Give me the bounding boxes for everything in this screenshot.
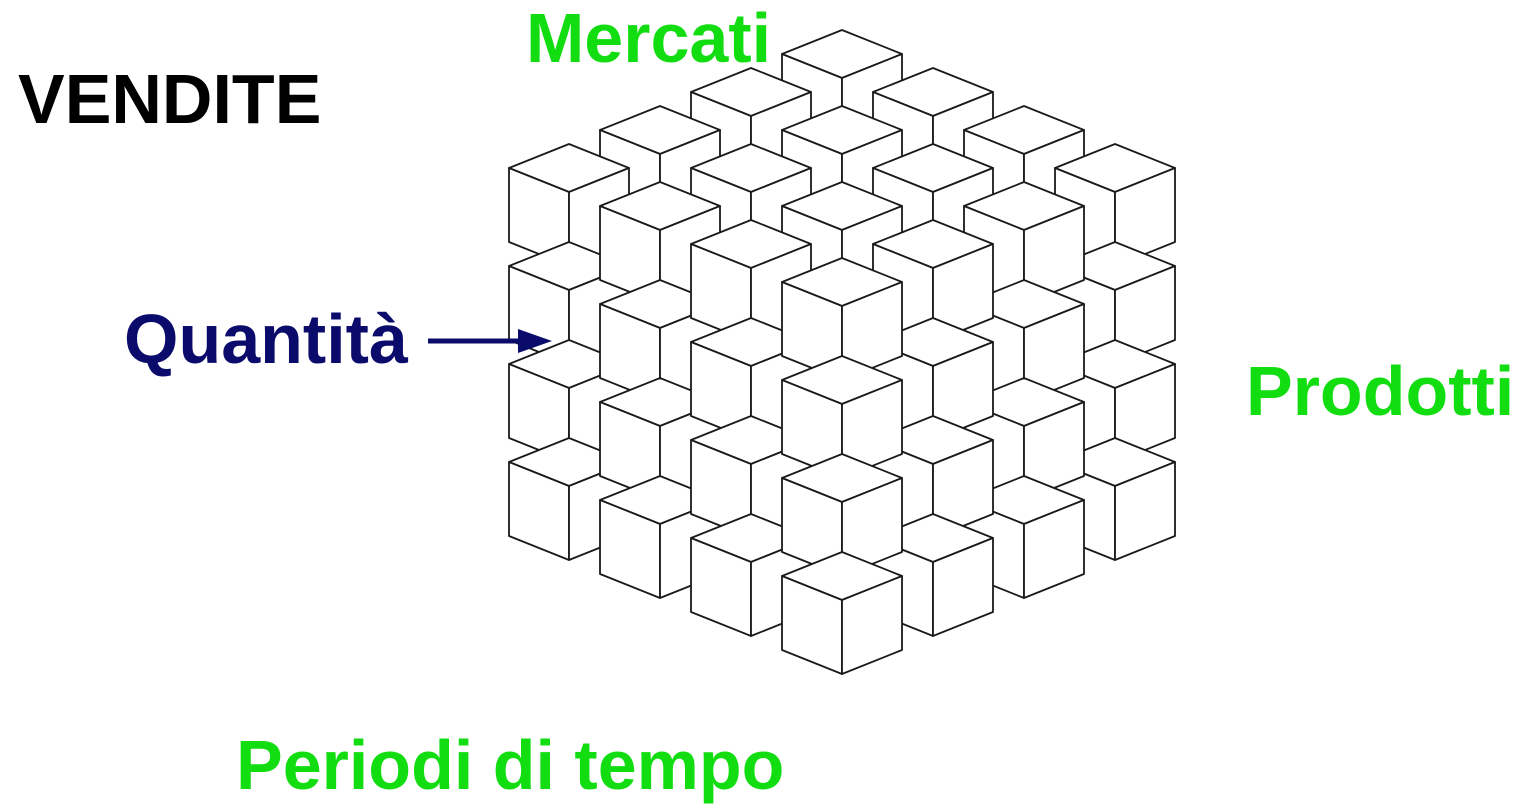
cube-cell — [872, 415, 994, 539]
cube-cell — [1054, 437, 1176, 561]
cube-cell — [963, 475, 1085, 599]
cube-cell — [690, 219, 812, 343]
cube-cell — [872, 513, 994, 637]
products-dimension-label: Prodotti — [1246, 352, 1515, 430]
cube-cell — [963, 279, 1085, 403]
cube-cell — [781, 551, 903, 675]
time-dimension-label: Periodi di tempo — [236, 726, 785, 804]
markets-dimension-label: Mercati — [526, 0, 772, 77]
cube-cell — [599, 279, 721, 403]
cube-cell — [690, 513, 812, 637]
cube-cell — [781, 453, 903, 577]
cube-cell — [1054, 143, 1176, 267]
measure-label: Quantità — [124, 300, 408, 378]
cube-grid — [508, 29, 1176, 675]
cube-cell — [781, 257, 903, 381]
cube-cell — [1054, 339, 1176, 463]
title: VENDITE — [18, 60, 322, 138]
cube-cell — [872, 317, 994, 441]
cube-cell — [599, 377, 721, 501]
measure-arrow — [428, 329, 552, 353]
cube-cell — [781, 355, 903, 479]
